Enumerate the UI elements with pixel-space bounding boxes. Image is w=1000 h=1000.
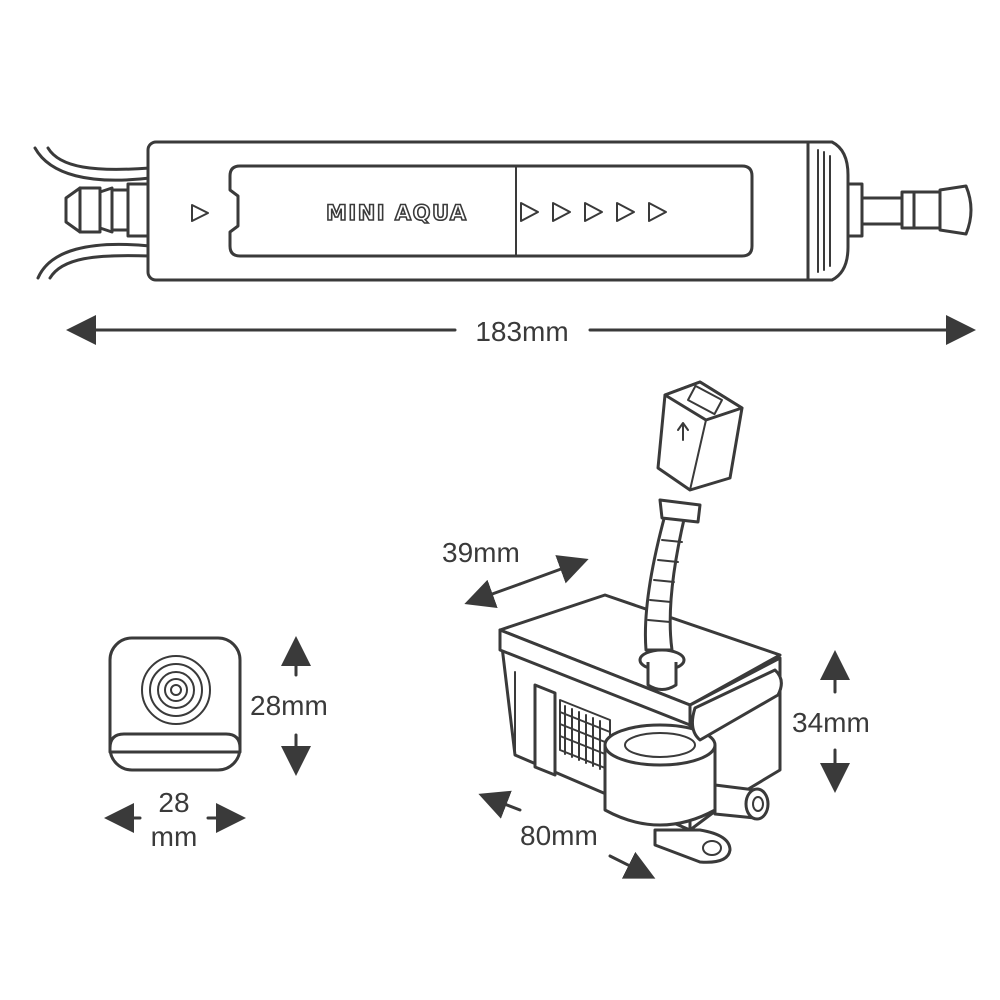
flow-arrow-icon xyxy=(191,204,209,222)
outlet-ring xyxy=(149,663,203,717)
flow-arrow-icon xyxy=(552,202,571,222)
dimension-pump-length: 80mm xyxy=(478,790,656,879)
dimension-label-end-width-unit: mm xyxy=(151,821,198,852)
pump-rib xyxy=(533,683,557,777)
flex-tube-rings xyxy=(647,539,683,623)
cable-bottom xyxy=(36,242,152,280)
outlet-ring xyxy=(141,655,211,725)
cable-bottom-inner xyxy=(48,254,152,280)
cable-top xyxy=(33,146,152,182)
end-view-drawing: 28mm 28 mm xyxy=(104,636,328,852)
tube-collar xyxy=(658,498,702,524)
left-hose-barb xyxy=(64,182,150,238)
flow-arrow-icon xyxy=(520,202,539,222)
motor-cylinder xyxy=(603,745,717,827)
pump-outlet-hole xyxy=(752,796,764,812)
dimension-label-length: 183mm xyxy=(475,316,568,347)
arrow-up-icon xyxy=(677,422,689,441)
dimension-arrow xyxy=(478,790,522,819)
connector-port xyxy=(687,384,723,416)
dimension-label-pump-height: 34mm xyxy=(792,707,870,738)
pump-clip xyxy=(690,668,783,742)
outlet-hole xyxy=(170,684,182,696)
sensor-unit-drawing: MINI AQUA xyxy=(33,140,973,282)
cable-top-inner xyxy=(46,146,152,171)
end-cap-grip xyxy=(817,149,831,273)
mounting-hole xyxy=(702,840,722,856)
flow-arrow-icon xyxy=(616,202,635,222)
dimension-length: 183mm xyxy=(66,315,976,347)
hose-connector-edge xyxy=(689,407,743,491)
pump-drawing xyxy=(498,380,783,864)
right-hose-barb xyxy=(846,182,973,238)
mounting-tab xyxy=(653,828,732,864)
end-view-foot xyxy=(108,732,242,754)
outlet-ring xyxy=(157,671,195,709)
outlet-ring xyxy=(164,678,188,702)
label-panel xyxy=(228,164,754,258)
motor-ring xyxy=(624,732,696,758)
dimension-arrow xyxy=(608,851,656,879)
flow-arrow-icon xyxy=(648,202,667,222)
dimension-label-end-width-value: 28 xyxy=(158,787,189,818)
dimension-label-depth: 39mm xyxy=(442,537,520,568)
inlet-stem xyxy=(646,662,678,691)
flow-arrow-icon xyxy=(584,202,603,222)
dimension-pump-height: 34mm xyxy=(792,650,870,793)
dimension-label-end-height: 28mm xyxy=(250,690,328,721)
dimension-arrow xyxy=(464,579,522,608)
dimension-arrow xyxy=(518,555,589,586)
motor-top xyxy=(603,723,717,767)
brand-label: MINI AQUA xyxy=(326,201,468,225)
end-cap xyxy=(806,140,850,282)
pump-outlet-end xyxy=(744,787,770,821)
dimension-label-pump-length: 80mm xyxy=(520,820,598,851)
dimension-depth: 39mm xyxy=(442,537,589,608)
